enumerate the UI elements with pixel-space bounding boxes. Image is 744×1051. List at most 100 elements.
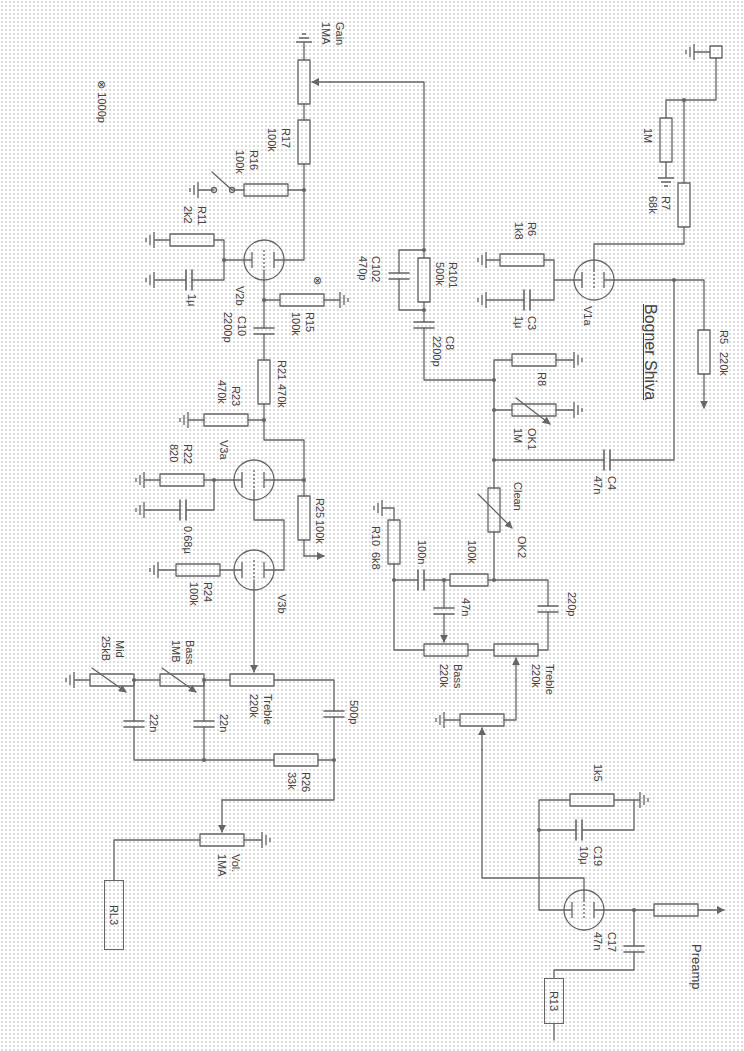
component-label: 470k: [215, 380, 228, 404]
ground-symbol: [478, 292, 492, 308]
component-label: Treble: [543, 664, 556, 695]
junction-dot: [332, 758, 336, 762]
component-label: 100k: [233, 150, 246, 174]
pot-wiper-arrow: [515, 658, 516, 680]
input-jack: [710, 46, 722, 58]
component-label: 100n: [415, 540, 428, 564]
component-label: 1MA: [215, 854, 228, 877]
ground-symbol: [686, 44, 700, 60]
component-label: R21: [275, 360, 288, 380]
component-label: 500k: [433, 262, 446, 286]
pot-wiper-arrow: [481, 728, 482, 750]
ground-symbol: [634, 792, 648, 808]
component-label: 100k: [187, 582, 200, 606]
component-label: Treble: [261, 694, 274, 725]
junction-dot: [222, 258, 226, 262]
ground-symbols: [66, 34, 700, 848]
component-label: 100k: [289, 312, 302, 336]
component-label: R26: [299, 772, 312, 792]
component-label: R23: [229, 386, 242, 406]
component-label: 22n: [217, 714, 230, 732]
ground-symbol: [180, 412, 194, 428]
resistor-name: RL3: [108, 905, 121, 925]
junction-dot: [302, 478, 306, 482]
triode-symbols: [234, 240, 614, 930]
component-label: Preamp: [688, 944, 704, 990]
component-label: Gain: [333, 22, 346, 45]
junction-dot: [422, 308, 426, 312]
component-label: 500p: [347, 700, 360, 724]
schematic-title: Bogner Shiva: [641, 304, 660, 400]
resistor-name: R13: [548, 991, 561, 1011]
triode-symbol: [564, 890, 604, 930]
component-label: OK2: [515, 536, 528, 558]
pot-wiper-arrow: [516, 398, 550, 424]
junction-dot: [682, 98, 686, 102]
junction-dot: [537, 828, 541, 832]
junction-dot: [442, 578, 446, 582]
component-label: R11: [195, 206, 208, 225]
component-label: ⊗: [311, 276, 324, 285]
triode-symbol: [234, 550, 274, 590]
switch-contact: [212, 188, 217, 193]
component-label: C3: [525, 316, 538, 330]
component-label: 220k: [529, 664, 542, 688]
component-label: R24: [201, 582, 214, 602]
component-label: R16: [247, 150, 260, 170]
component-label: Vol.: [229, 854, 242, 872]
component-label: 2200p: [221, 312, 234, 343]
junction-dot: [202, 678, 206, 682]
component-label: R7: [659, 196, 672, 210]
junction-dot: [212, 478, 216, 482]
component-label: 220k: [247, 694, 260, 718]
junction-dot: [302, 188, 306, 192]
component-label: 1µ: [185, 294, 198, 306]
ground-symbol: [256, 832, 270, 848]
junction-dot: [262, 298, 266, 302]
capacitor-symbol: [124, 270, 644, 952]
junction-dot: [672, 278, 676, 282]
junction-dot: [492, 458, 496, 462]
component-label: 1M: [511, 428, 524, 443]
component-label: R5: [717, 330, 730, 344]
component-label: ⊗ 1000p: [95, 80, 108, 123]
junction-dot: [492, 408, 496, 412]
component-label: 22n: [147, 714, 160, 732]
component-label: R25: [313, 498, 326, 518]
pot-wiper-arrow: [253, 580, 254, 672]
component-label: C4: [605, 476, 618, 490]
junction-dot: [132, 678, 136, 682]
component-label: V2b: [233, 286, 246, 306]
component-label: Bass: [183, 640, 196, 664]
pot-wiper-arrow: [312, 81, 330, 82]
component-label: 100k: [465, 540, 478, 564]
resistor-symbol: [90, 60, 710, 916]
component-label: 33k: [285, 772, 298, 790]
component-label: 1k8: [512, 222, 525, 240]
component-label: 100k: [265, 128, 278, 152]
junction-dots: [132, 98, 686, 912]
supply-arrow: [304, 555, 324, 556]
component-label: 820: [167, 444, 180, 462]
ground-symbol: [150, 562, 164, 578]
pot-wiper-arrow: [92, 668, 126, 692]
pot-wiper-arrow: [478, 494, 512, 528]
component-label: 10µ: [577, 846, 590, 865]
junction-dot: [392, 578, 396, 582]
component-label: R10: [369, 526, 382, 546]
component-label: R15: [303, 312, 316, 332]
switch-contact: [230, 188, 235, 193]
component-label: 220k: [717, 352, 730, 376]
ground-symbol: [568, 402, 582, 418]
component-label: C102: [369, 256, 382, 282]
component-label: 100k: [313, 520, 326, 544]
component-label: V1a: [581, 306, 594, 326]
triode-symbol: [234, 460, 274, 500]
component-label: V3a: [217, 440, 230, 460]
junction-dot: [492, 578, 496, 582]
ground-symbol: [146, 272, 160, 288]
junction-dot: [202, 758, 206, 762]
component-label: 47n: [591, 476, 604, 494]
component-label: 470k: [275, 384, 288, 408]
